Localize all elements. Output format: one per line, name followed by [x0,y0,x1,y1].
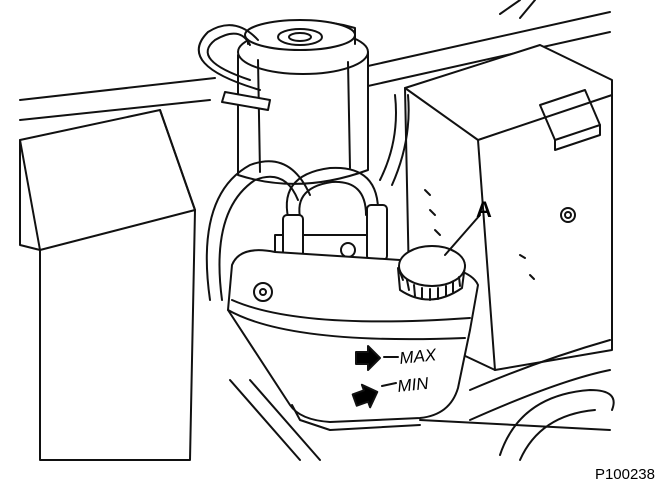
callout-leader-line [444,214,481,256]
level-marks [351,345,399,409]
level-min-label: MIN [396,374,430,396]
level-max-label: MAX [398,345,437,368]
left-housing-block [19,109,196,461]
callout-label-a: A [476,197,492,222]
hose-loop [197,24,271,111]
max-arrow-icon [355,345,381,371]
lower-hoses [229,339,615,461]
figure-reference-number: P100238 [594,466,655,483]
electric-motor [237,19,369,185]
filler-cap [397,245,466,301]
min-arrow-icon [351,383,379,409]
hydraulic-pipes [205,94,410,301]
